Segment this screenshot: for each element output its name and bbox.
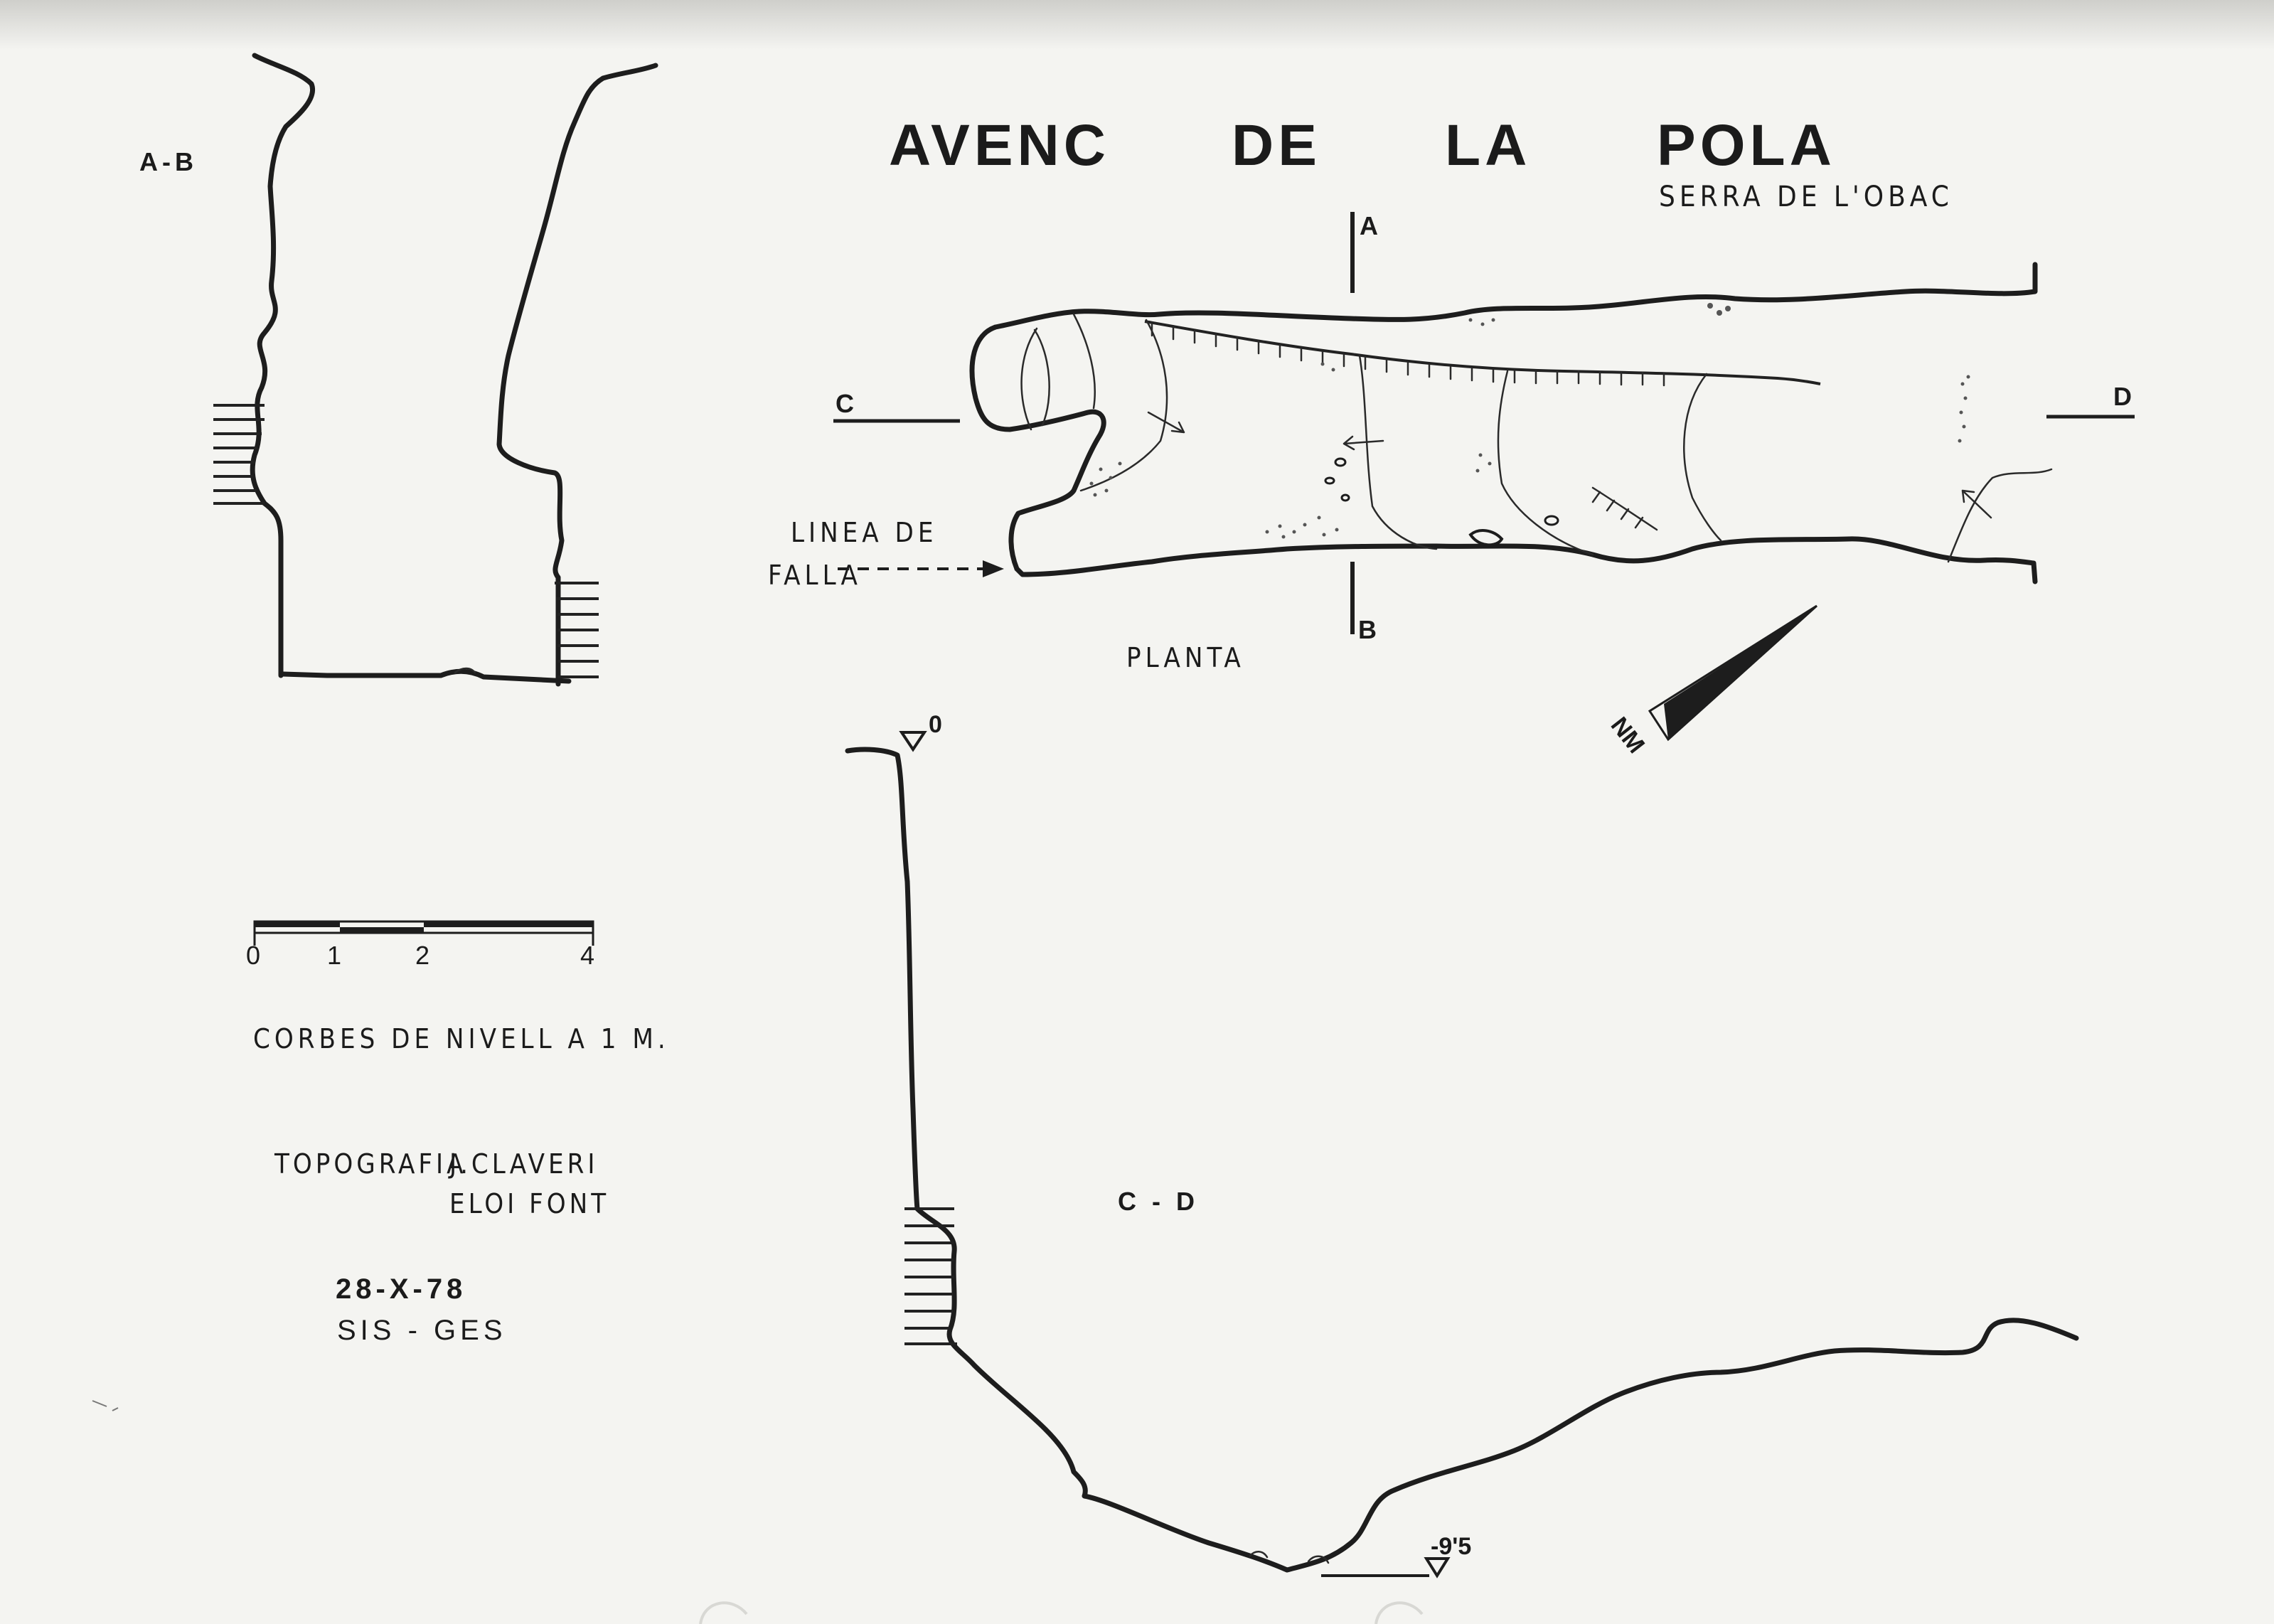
- marker-b: B: [1358, 615, 1377, 644]
- marker-a: A: [1360, 211, 1378, 240]
- scale-bar: [253, 920, 594, 946]
- section-ab-shaft-hatch-right: [555, 582, 599, 678]
- scan-speck: [92, 1400, 119, 1411]
- plan-label: PLANTA: [1126, 642, 1245, 673]
- north-arrow: NM: [1606, 604, 1818, 759]
- subtitle: SERRA DE L'OBAC: [1659, 181, 1953, 213]
- elevation-bottom-marker: [1424, 1557, 1451, 1578]
- scale-tick-1: 1: [327, 941, 341, 970]
- scan-shadow: [0, 0, 2274, 50]
- section-ab-label: A-B: [139, 147, 198, 176]
- scan-artifacts: [699, 1601, 1424, 1624]
- marker-d: D: [2113, 382, 2132, 411]
- plan-entrance-outline: [969, 309, 1106, 572]
- topography-label: TOPOGRAFIA: [274, 1148, 467, 1180]
- title: AVENC DE LA POLA: [889, 113, 1836, 178]
- section-ab-floor: [280, 668, 572, 684]
- title-word-1: AVENC: [889, 113, 1110, 178]
- fault-label-line1: LINEA DE: [791, 517, 937, 548]
- plan-south-wall: [1014, 536, 2038, 584]
- plan-sediment-dots: [1089, 303, 1970, 539]
- plan-step-ticks: [1591, 486, 1658, 531]
- scale-tick-2: 2: [415, 941, 429, 970]
- plan-contour-lines: [1020, 313, 2053, 563]
- floor-block: [454, 667, 476, 674]
- elevation-bottom-label: -9'5: [1431, 1533, 1471, 1560]
- fault-arrowhead: [983, 560, 1004, 577]
- section-ab-right-wall: [496, 63, 658, 687]
- section-cd-shaft-hatch: [904, 1207, 957, 1345]
- elevation-top-label: 0: [929, 711, 942, 738]
- title-word-3: LA: [1445, 113, 1531, 178]
- section-ab-left-wall: [250, 53, 315, 678]
- north-arrow-label: NM: [1606, 712, 1650, 759]
- section-ab-shaft-hatch-left: [213, 404, 265, 505]
- title-word-2: DE: [1232, 113, 1321, 178]
- scale-tick-4: 4: [580, 941, 594, 970]
- scale-tick-0: 0: [246, 941, 260, 970]
- plan-north-wall: [1077, 262, 2038, 323]
- plan-inner-ledge: [1144, 320, 1821, 385]
- contours-note: CORBES DE NIVELL A 1 M.: [253, 1023, 670, 1054]
- survey-date: 28-X-78: [336, 1273, 466, 1305]
- fault-label-line2: FALLA: [768, 560, 862, 591]
- plan-dropoff-ticks: [1151, 322, 1665, 387]
- survey-group: SIS - GES: [337, 1315, 507, 1346]
- section-cd-profile: [845, 747, 2079, 1573]
- elevation-top-marker: [899, 731, 927, 752]
- section-cd-label: C - D: [1118, 1187, 1199, 1216]
- author-1: J.CLAVERI: [448, 1148, 598, 1180]
- author-2: ELOI FONT: [449, 1188, 609, 1219]
- plan-slope-arrows: [1147, 411, 1992, 519]
- title-word-4: POLA: [1657, 113, 1836, 178]
- marker-c: C: [836, 389, 854, 418]
- plan-rocks: [1324, 457, 1559, 547]
- section-cd-floor-blocks: [1249, 1551, 1330, 1564]
